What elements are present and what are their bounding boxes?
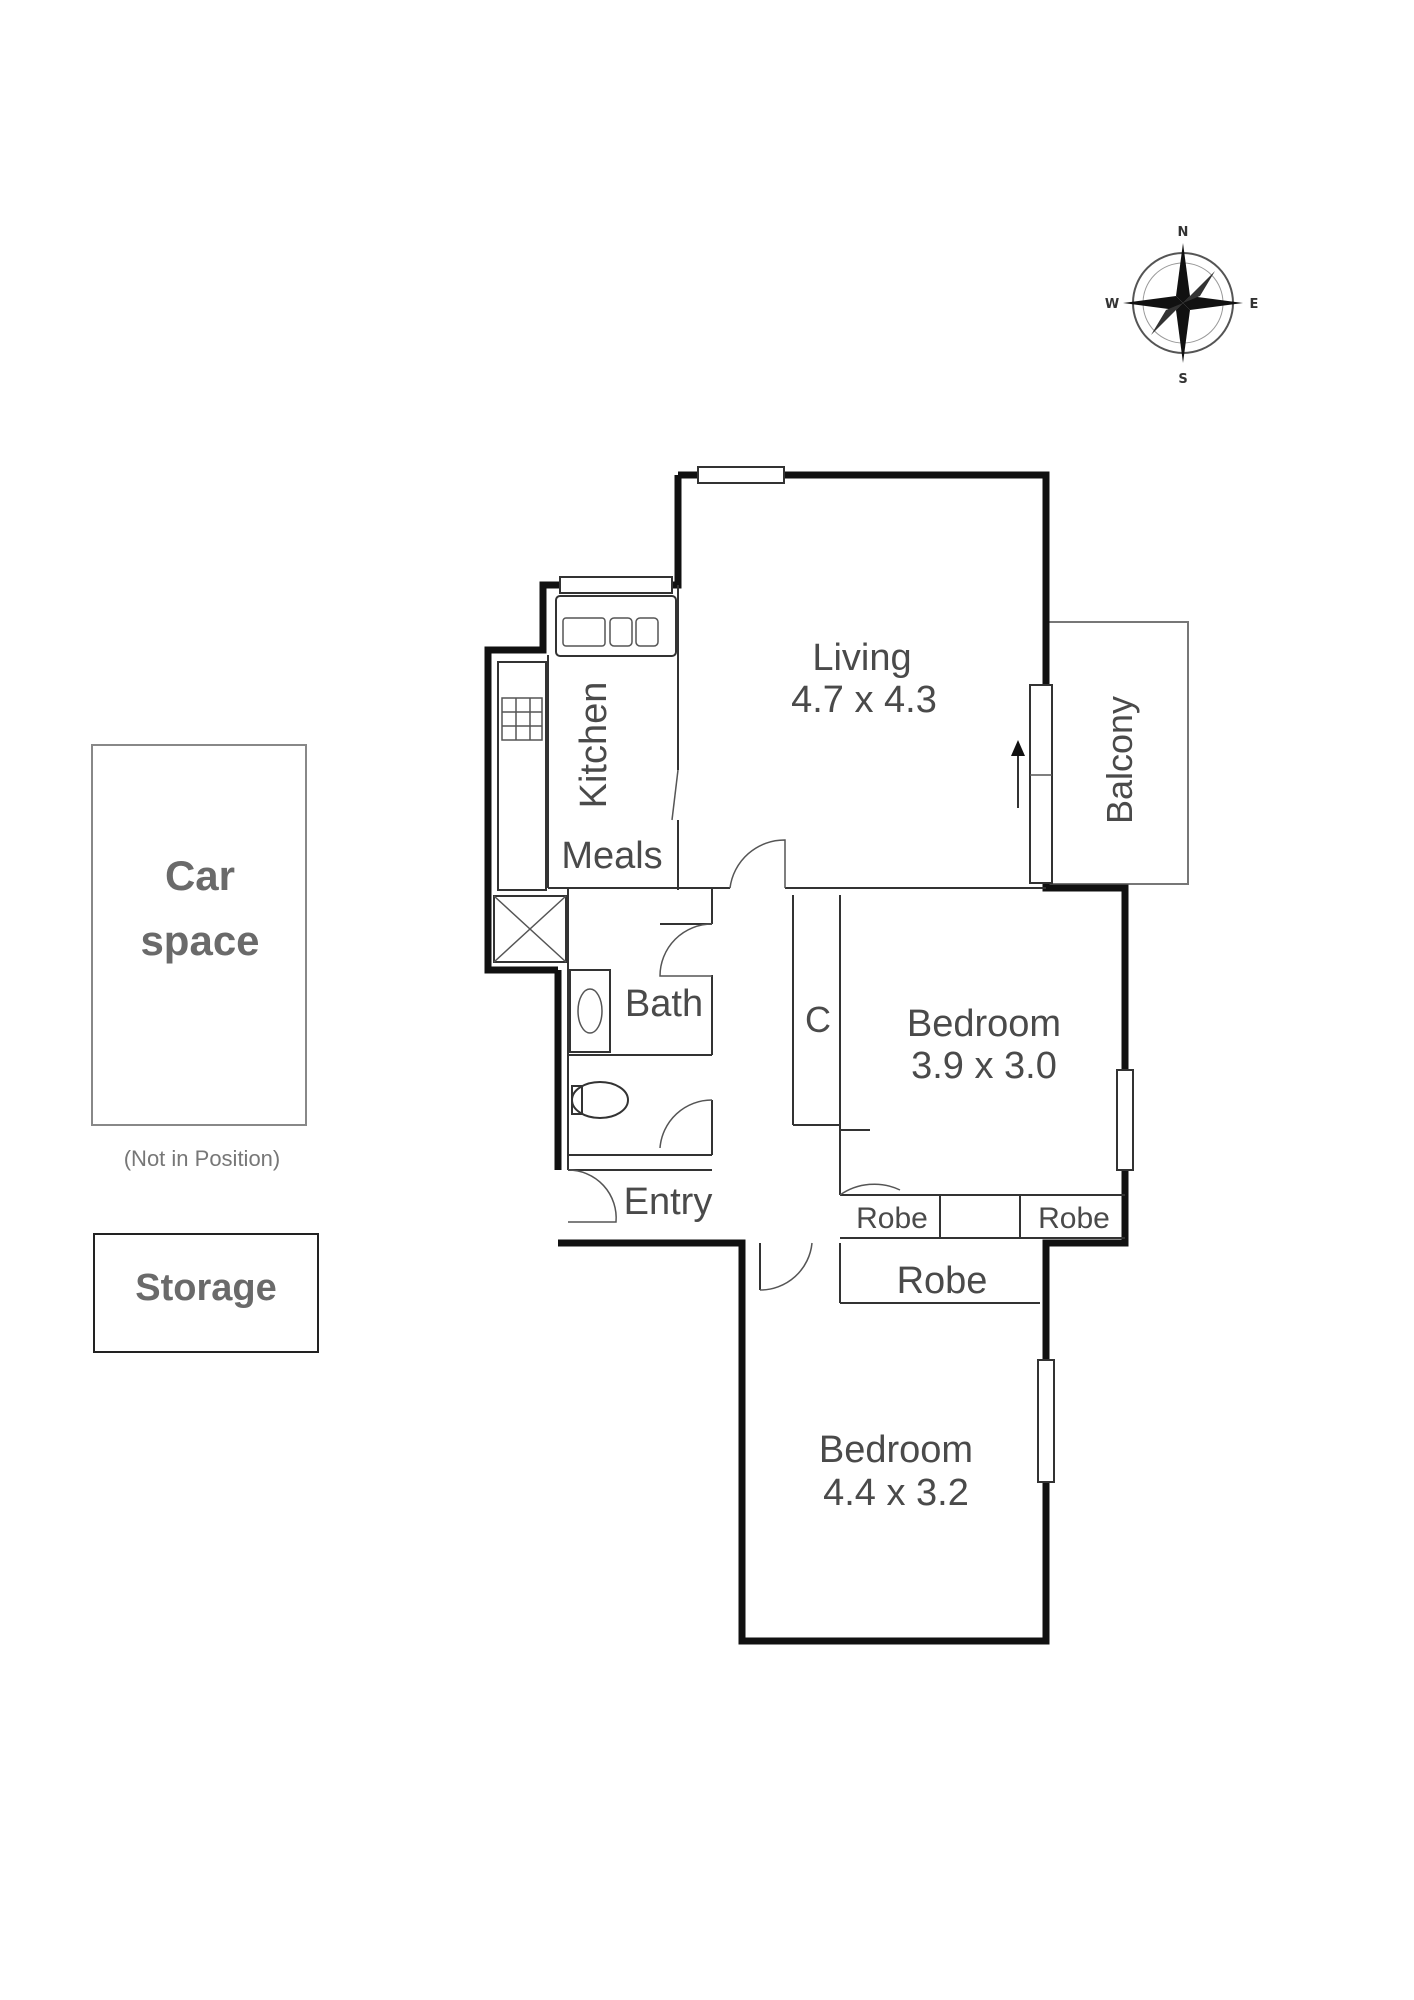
robe3-label: Robe <box>897 1260 988 1302</box>
compass-south-label: S <box>1178 372 1187 387</box>
laundry-fixture <box>493 895 567 963</box>
meals-label: Meals <box>561 835 662 877</box>
living-label: Living <box>812 637 911 679</box>
storage-outline <box>93 1233 319 1353</box>
robe2-label: Robe <box>1038 1202 1110 1235</box>
kitchen-label: Kitchen <box>573 682 615 809</box>
bedroom2-window <box>1037 1359 1055 1483</box>
compass-west-label: W <box>1105 297 1119 312</box>
car-space-outline <box>91 744 307 1126</box>
storage-label: Storage <box>135 1267 276 1309</box>
compass-north-label: N <box>1178 225 1189 240</box>
bath-label: Bath <box>625 983 703 1025</box>
entry-label: Entry <box>624 1181 713 1223</box>
cupboard-label: C <box>805 999 831 1040</box>
interior-walls <box>547 585 1125 1304</box>
bath-fixtures <box>569 969 629 1119</box>
bedroom1-window <box>1116 1069 1134 1171</box>
living-size: 4.7 x 4.3 <box>791 679 937 721</box>
compass-rose: N S E W <box>1105 225 1259 387</box>
stair-arrow-symbol <box>1011 740 1025 808</box>
door-swings <box>567 769 901 1291</box>
living-window <box>697 466 785 484</box>
kitchen-fixtures <box>497 595 677 891</box>
bedroom2-label: Bedroom <box>819 1429 973 1471</box>
robe1-label: Robe <box>856 1202 928 1235</box>
compass-east-label: E <box>1250 297 1259 312</box>
car-space-note: (Not in Position) <box>124 1146 281 1171</box>
bedroom1-size: 3.9 x 3.0 <box>911 1045 1057 1087</box>
balcony-label: Balcony <box>1099 696 1140 824</box>
bedroom1-label: Bedroom <box>907 1003 1061 1045</box>
bedroom2-size: 4.4 x 3.2 <box>823 1472 969 1514</box>
balcony-sliding-door <box>1029 684 1053 884</box>
car-space-label-line1: Car <box>165 852 235 899</box>
car-space-label-line2: space <box>140 917 259 964</box>
kitchen-window <box>559 576 673 594</box>
